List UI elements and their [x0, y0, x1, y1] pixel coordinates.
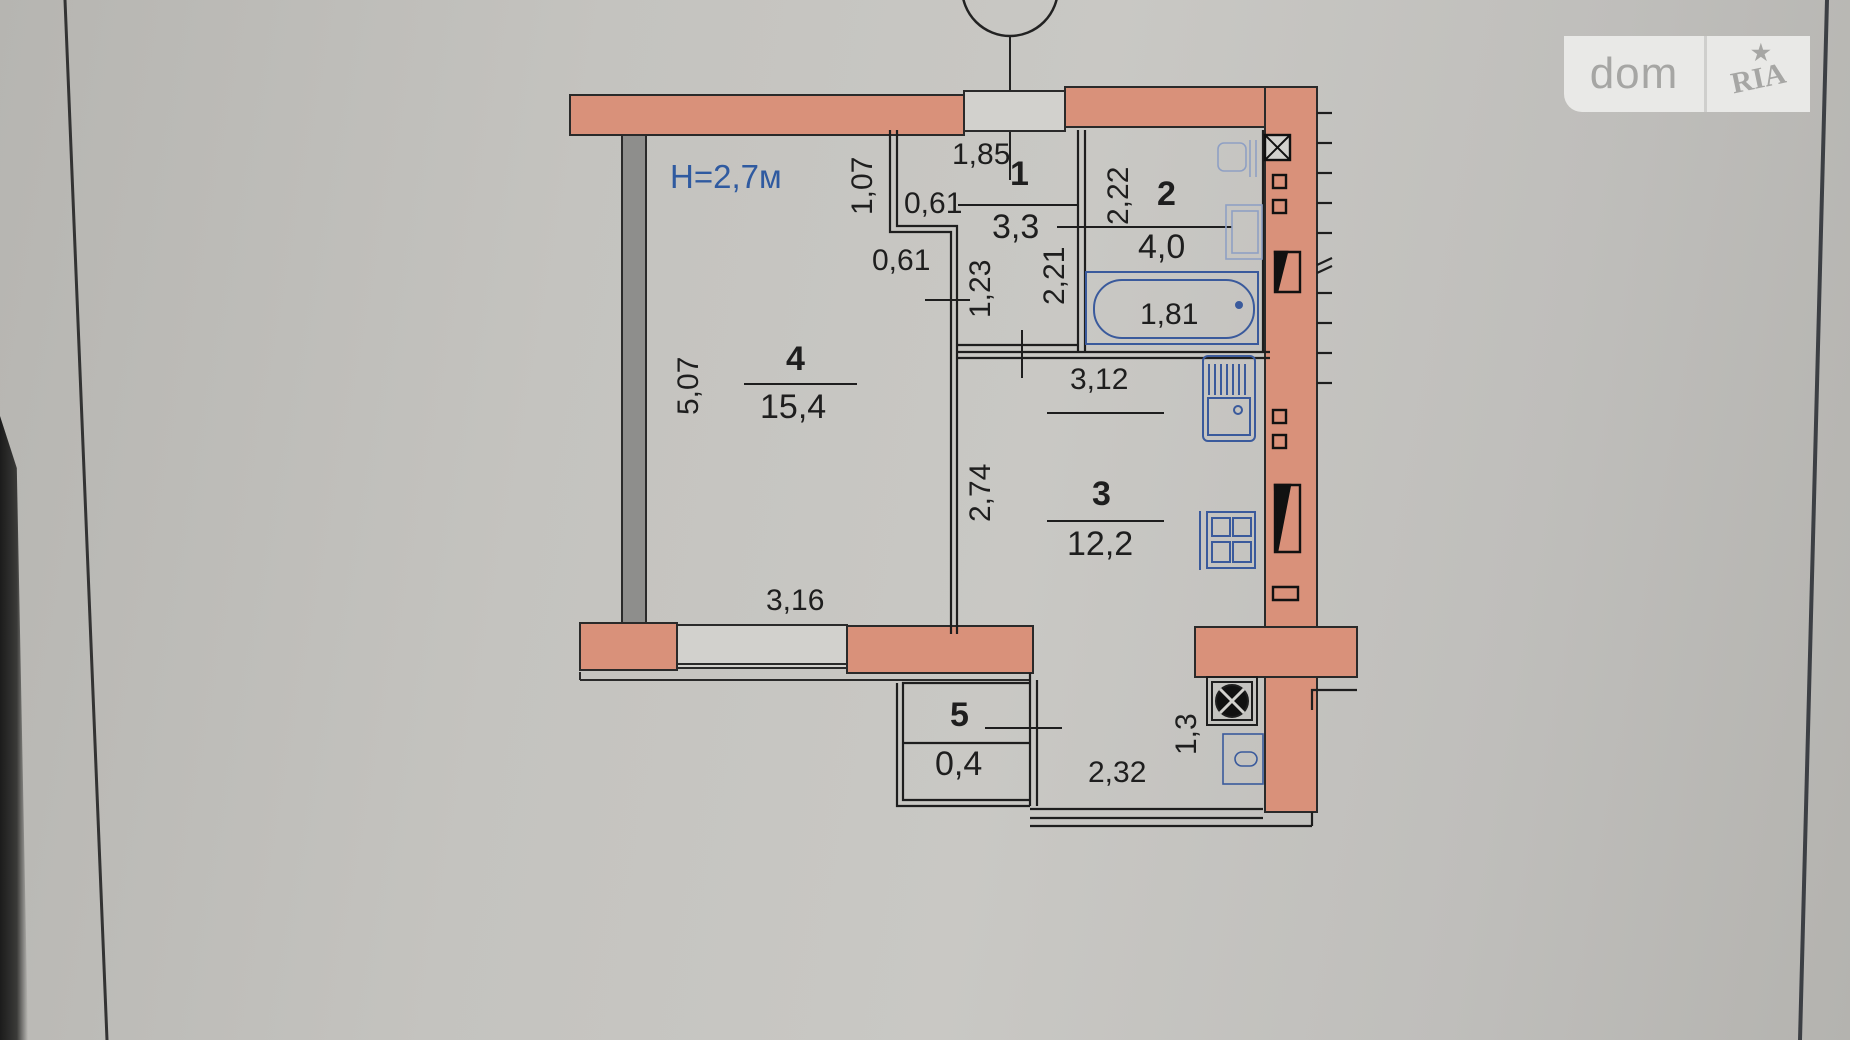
paper-edge-right — [1798, 0, 1829, 1040]
room-number-2: 2 — [1157, 175, 1176, 213]
room-number-5: 5 — [950, 696, 969, 734]
dimension-lines — [744, 204, 1232, 729]
dimension-label: 2,32 — [1088, 756, 1146, 789]
dimension-label: 1,23 — [964, 260, 997, 318]
dimension-label: 1,3 — [1170, 713, 1203, 755]
room-number-3: 3 — [1092, 475, 1111, 513]
domria-watermark-logo: dom ★ RIA — [1564, 36, 1810, 112]
washbasin-icon — [1225, 204, 1263, 260]
dimension-label: 0,61 — [904, 187, 962, 220]
ventilation-icon — [1263, 133, 1302, 602]
room-number-1: 1 — [1010, 155, 1029, 193]
room-area-5: 0,4 — [935, 745, 982, 783]
boiler-icon — [1206, 676, 1258, 726]
bottom-window — [676, 624, 848, 669]
logo-dom-text: dom — [1564, 36, 1704, 112]
wall-seam-fill — [1266, 88, 1316, 126]
wall-seam-fill — [1266, 628, 1316, 676]
interior-walls — [888, 111, 1357, 828]
room-area-1: 3,3 — [992, 208, 1039, 246]
room-area-4: 15,4 — [760, 388, 826, 426]
bathtub-icon — [1085, 271, 1259, 345]
paper-edge-left — [63, 0, 109, 1040]
dimension-label: 2,74 — [964, 464, 997, 522]
dimension-label: 1,07 — [846, 157, 879, 215]
dimension-label: 3,12 — [1070, 363, 1128, 396]
dimension-label: 1,85 — [952, 138, 1010, 171]
ceiling-height-label: H=2,7м — [670, 158, 782, 195]
room-number-4: 4 — [786, 340, 805, 378]
logo-ria-text: RIA — [1728, 56, 1789, 101]
left-partition — [621, 134, 647, 624]
room-area-2: 4,0 — [1138, 228, 1185, 266]
dimension-label: 2,22 — [1102, 167, 1135, 225]
sink-icon — [1202, 355, 1256, 442]
top-window — [963, 90, 1066, 132]
stove-icon — [1199, 511, 1256, 570]
star-icon: ★ — [1751, 40, 1771, 65]
water-heater-icon — [1222, 733, 1264, 785]
dimension-label: 5,07 — [672, 357, 705, 415]
dimension-label: 0,61 — [872, 244, 930, 277]
dimension-label: 3,16 — [766, 584, 824, 617]
logo-ria: ★ RIA — [1707, 36, 1810, 112]
room-area-3: 12,2 — [1067, 525, 1133, 563]
logo-divider — [1704, 36, 1707, 112]
toilet-icon — [1217, 140, 1257, 177]
dimension-label: 2,21 — [1038, 247, 1071, 305]
bathtub-dimension: 1,81 — [1140, 298, 1198, 331]
